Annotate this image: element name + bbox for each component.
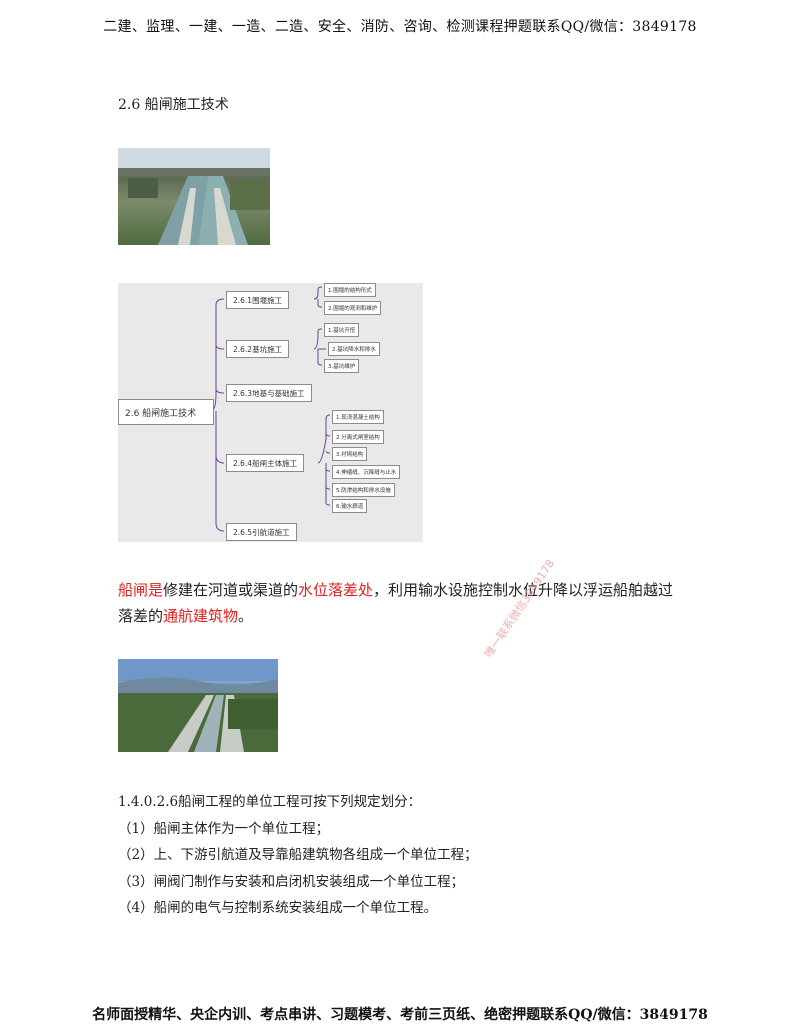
mindmap-leaf: 5.防渗结构和排水设施 xyxy=(332,483,395,497)
ship-lock-photo-bottom xyxy=(118,659,278,752)
rule-item: （3）闸阀门制作与安装和启闭机安装组成一个单位工程； xyxy=(118,873,465,890)
ship-lock-photo-top xyxy=(118,148,270,245)
mindmap-leaf: 4.伸缩缝、沉降缝与止水 xyxy=(332,465,401,479)
page-header: 二建、监理、一建、一造、二造、安全、消防、咨询、检测课程押题联系QQ/微信：38… xyxy=(103,19,697,35)
mindmap-leaf: 1.基坑开挖 xyxy=(324,323,360,337)
mindmap-leaf: 2.基坑降水和排水 xyxy=(328,342,380,356)
mindmap-branch-2: 2.6.2基坑施工 xyxy=(226,340,290,358)
rules-intro: 1.4.0.2.6船闸工程的单位工程可按下列规定划分： xyxy=(118,794,422,810)
mindmap-diagram: 2.6 船闸施工技术 2.6.1围堰施工 2.6.2基坑施工 2.6.3地基与基… xyxy=(118,283,423,542)
mindmap-branch-5: 2.6.5引航道施工 xyxy=(226,523,297,541)
section-title: 2.6 船闸施工技术 xyxy=(118,97,229,113)
definition-text: 。 xyxy=(238,607,254,625)
mindmap-branch-3: 2.6.3地基与基础施工 xyxy=(226,384,312,402)
mindmap-root: 2.6 船闸施工技术 xyxy=(118,399,214,425)
mindmap-leaf: 2.分离式闸室结构 xyxy=(332,430,384,444)
mindmap-branch-4: 2.6.4船闸主体施工 xyxy=(226,454,305,472)
mindmap-leaf: 6.输水廊道 xyxy=(332,499,368,513)
page-footer: 名师面授精华、央企内训、考点串讲、习题模考、考前三页纸、绝密押题联系QQ/微信：… xyxy=(92,1007,708,1023)
definition-text: ，利用输水设施控制水位升降以浮运船舶越过落差的 xyxy=(118,581,674,625)
rule-item: （1）船闸主体作为一个单位工程； xyxy=(118,820,330,837)
mindmap-leaf: 3.衬砌结构 xyxy=(332,447,368,461)
mindmap-leaf: 1.围堰的结构形式 xyxy=(324,283,376,297)
definition-text: 修建在河道或渠道的 xyxy=(163,581,299,599)
mindmap-branch-1: 2.6.1围堰施工 xyxy=(226,291,290,309)
ship-lock-definition: 船闸是修建在河道或渠道的水位落差处，利用输水设施控制水位升降以浮运船舶越过落差的… xyxy=(118,577,688,629)
mindmap-leaf: 1.现浇混凝土结构 xyxy=(332,410,384,424)
rule-item: （2）上、下游引航道及导靠船建筑物各组成一个单位工程； xyxy=(118,847,478,863)
definition-highlight: 通航建筑物 xyxy=(163,607,239,625)
unit-project-rules: 1.4.0.2.6船闸工程的单位工程可按下列规定划分： （1）船闸主体作为一个单… xyxy=(118,789,478,922)
rule-item: （4）船闸的电气与控制系统安装组成一个单位工程。 xyxy=(118,900,438,916)
mindmap-leaf: 3.基坑维护 xyxy=(324,359,360,373)
definition-term: 船闸是 xyxy=(118,581,164,599)
mindmap-leaf: 2.围堰的观测和维护 xyxy=(324,301,382,315)
definition-highlight: 水位落差处 xyxy=(298,581,374,599)
